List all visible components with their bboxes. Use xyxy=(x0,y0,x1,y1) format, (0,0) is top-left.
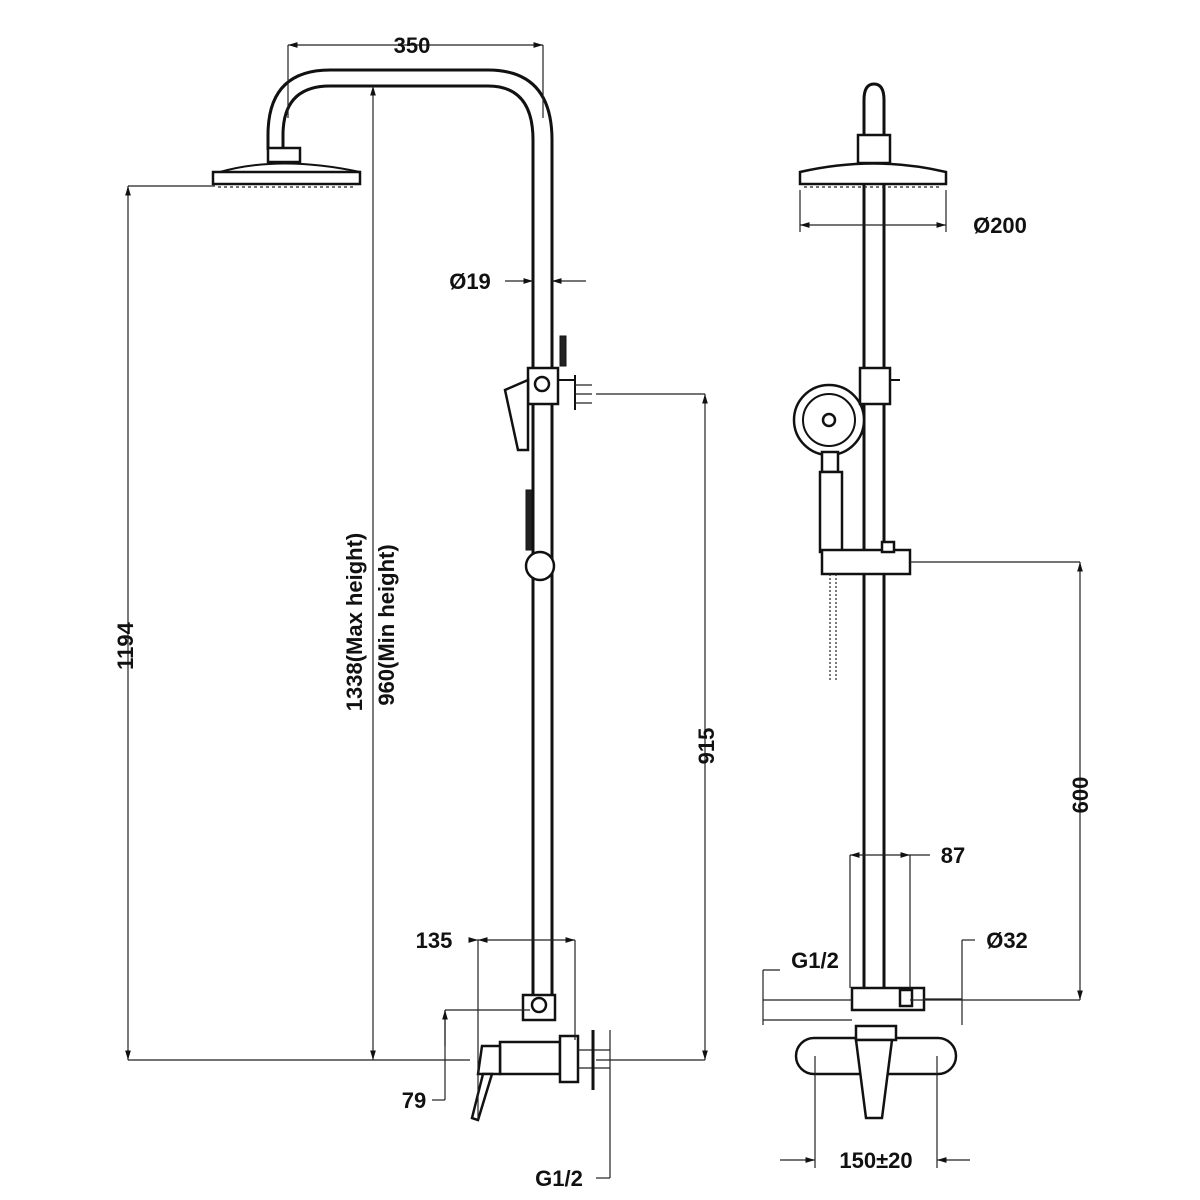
dim-slider-height: 600 xyxy=(1068,777,1093,814)
dim-pipe-diameter: Ø19 xyxy=(449,269,491,294)
side-view: 350 Ø19 1194 1338(Max height) 960(Min he… xyxy=(113,33,719,1191)
mixer-valve-side xyxy=(470,993,610,1122)
dim-centers: 150±20 xyxy=(839,1148,912,1173)
dim-holder-height: 915 xyxy=(694,728,719,765)
hand-shower-holder xyxy=(503,335,592,452)
dim-min-height: 960(Min height) xyxy=(374,544,399,705)
hand-shower xyxy=(792,366,900,554)
dim-side-inlet-thread: G1/2 xyxy=(535,1166,583,1191)
dim-arm-width: 350 xyxy=(394,33,431,58)
front-slider xyxy=(820,540,912,680)
dim-bracket-diameter: Ø32 xyxy=(986,928,1028,953)
dim-max-height: 1338(Max height) xyxy=(342,533,367,712)
front-shower-head xyxy=(798,133,948,188)
dim-bracket-width: 87 xyxy=(941,843,965,868)
slider-knob xyxy=(524,489,556,582)
dim-valve-depth: 135 xyxy=(416,928,453,953)
dim-outlet-offset: 79 xyxy=(402,1088,426,1113)
dim-head-diameter: Ø200 xyxy=(973,213,1027,238)
dim-front-inlet-thread: G1/2 xyxy=(791,948,839,973)
front-view: Ø200 600 87 Ø32 G1/2 150±20 xyxy=(762,82,1093,1173)
shower-riser-pipe xyxy=(266,68,554,995)
front-bracket xyxy=(850,986,926,1012)
mixer-valve-front xyxy=(794,1024,958,1120)
dim-head-height: 1194 xyxy=(113,621,138,669)
overhead-shower-head xyxy=(211,146,362,188)
